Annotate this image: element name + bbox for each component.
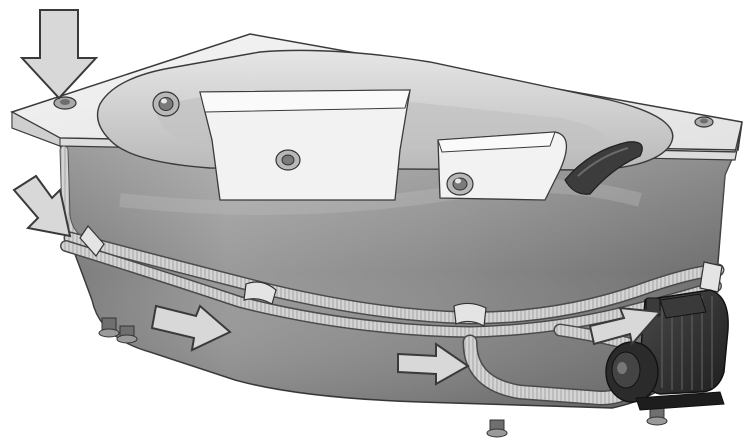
jet [152, 91, 180, 117]
hose-connector [699, 261, 723, 293]
flexible-hose [63, 231, 725, 325]
support-foot [646, 407, 668, 426]
support-foot [98, 317, 120, 338]
jet [446, 172, 474, 196]
hose-connector [79, 225, 105, 257]
seat-block [199, 89, 411, 201]
support-feet [98, 317, 668, 438]
rim-fitting [694, 116, 714, 128]
return-hose-arrow-icon [397, 342, 470, 386]
pump-arrow-icon [588, 306, 663, 347]
flexible-hose [60, 240, 722, 339]
support-foot [116, 325, 138, 344]
hose-connector [453, 302, 487, 327]
tub-basin [96, 49, 674, 201]
headrest [564, 141, 643, 195]
hose-connector [243, 281, 277, 305]
down-arrow-icon [19, 9, 99, 100]
support-foot [486, 419, 508, 438]
hose-connectors [79, 225, 723, 327]
bottom-flow-arrow-icon [150, 304, 232, 352]
jet [275, 149, 301, 171]
air-control-valve [53, 96, 77, 110]
pump [605, 289, 729, 411]
left-hose-arrow-icon [12, 174, 72, 238]
